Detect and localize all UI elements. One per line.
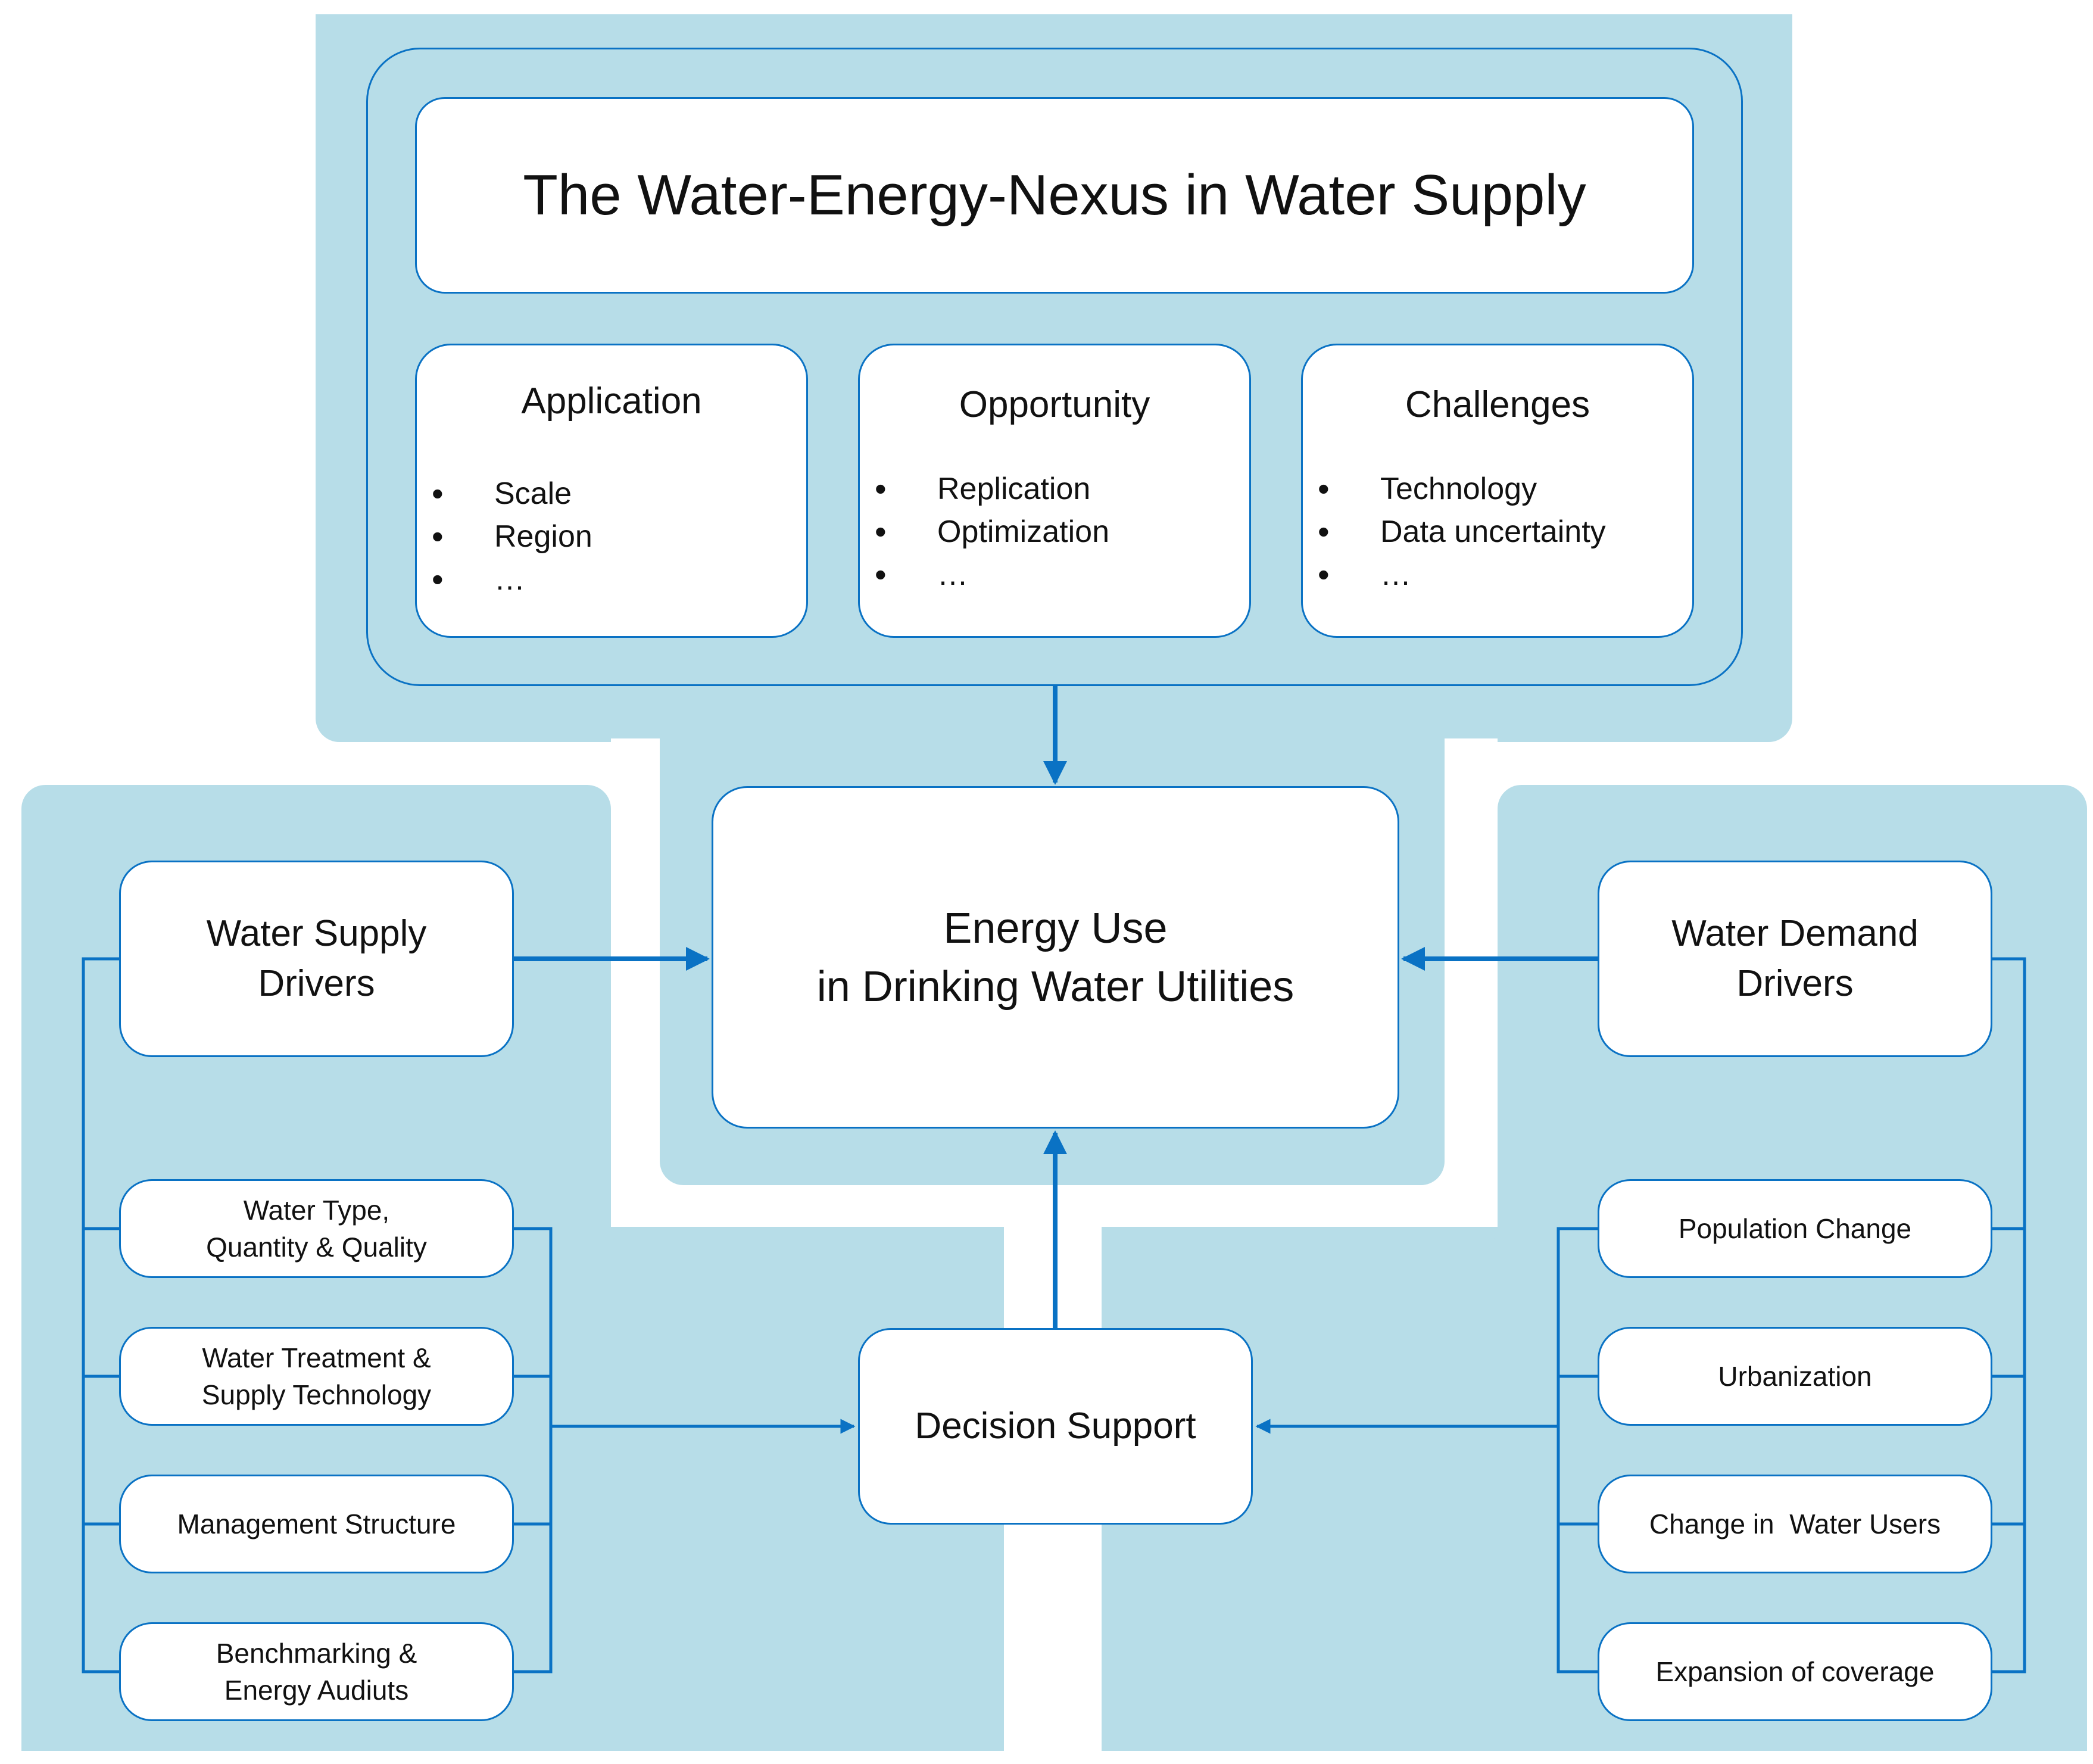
bullet-item: Region <box>432 515 592 558</box>
energy-use-line1: Energy Use <box>943 904 1168 952</box>
item-line1: Management Structure <box>177 1509 456 1539</box>
water-supply-drivers-box: Water Supply Drivers <box>119 861 514 1057</box>
card-bullets: Scale Region … <box>432 472 592 601</box>
item-line1: Change in Water Users <box>1649 1509 1941 1539</box>
energy-use-line2: in Drinking Water Utilities <box>816 962 1295 1011</box>
item-line1: Water Type, <box>243 1195 390 1226</box>
card-opportunity: Opportunity Replication Optimization … <box>858 344 1251 638</box>
nexus-title: The Water-Energy-Nexus in Water Supply <box>523 163 1586 227</box>
demand-item-population: Population Change <box>1598 1179 1992 1278</box>
demand-outer-bracket <box>1992 957 2026 1673</box>
demand-drivers-line1: Water Demand <box>1671 913 1919 954</box>
supply-outer-bracket <box>82 957 119 1673</box>
card-title: Opportunity <box>959 384 1150 425</box>
gutter-right <box>1445 738 1498 1227</box>
item-line1: Urbanization <box>1718 1361 1872 1392</box>
gutter-left-corner <box>611 1185 1004 1227</box>
bullet-item: Optimization <box>875 510 1109 553</box>
demand-item-coverage: Expansion of coverage <box>1598 1622 1992 1721</box>
energy-use-box: Energy Use in Drinking Water Utilities <box>712 786 1399 1129</box>
bullet-item: Replication <box>875 468 1109 510</box>
bullet-item: Technology <box>1318 468 1606 510</box>
supply-item-benchmarking: Benchmarking & Energy Audiuts <box>119 1622 514 1721</box>
supply-item-water-type: Water Type, Quantity & Quality <box>119 1179 514 1278</box>
bullet-item: Data uncertainty <box>1318 510 1606 553</box>
card-title: Challenges <box>1405 384 1590 425</box>
card-application: Application Scale Region … <box>415 344 808 638</box>
gutter-right-corner <box>1102 1185 1498 1227</box>
supply-item-management: Management Structure <box>119 1475 514 1573</box>
item-line1: Benchmarking & <box>216 1638 417 1669</box>
card-bullets: Replication Optimization … <box>875 468 1109 596</box>
right-corner-round <box>1102 1227 1498 1263</box>
nexus-title-box: The Water-Energy-Nexus in Water Supply <box>415 97 1694 294</box>
decision-support-label: Decision Support <box>915 1405 1196 1447</box>
item-line1: Water Treatment & <box>202 1342 431 1373</box>
water-demand-drivers-box: Water Demand Drivers <box>1598 861 1992 1057</box>
item-line2: Energy Audiuts <box>224 1675 409 1706</box>
supply-item-treatment: Water Treatment & Supply Technology <box>119 1327 514 1426</box>
bullet-item: … <box>432 558 592 601</box>
item-line2: Supply Technology <box>201 1379 432 1410</box>
item-line1: Expansion of coverage <box>1655 1656 1935 1687</box>
nexus-frame <box>366 48 1743 686</box>
bullet-item: Scale <box>432 472 592 515</box>
item-line2: Quantity & Quality <box>206 1232 427 1263</box>
bullet-item: … <box>1318 553 1606 596</box>
demand-inner-bracket <box>1557 1227 1598 1673</box>
card-bullets: Technology Data uncertainty … <box>1318 468 1606 596</box>
left-corner-round <box>611 1227 1004 1263</box>
supply-drivers-line1: Water Supply <box>206 913 427 954</box>
supply-drivers-line2: Drivers <box>258 963 375 1004</box>
item-line1: Population Change <box>1678 1213 1912 1244</box>
bullet-item: … <box>875 553 1109 596</box>
demand-item-urbanization: Urbanization <box>1598 1327 1992 1426</box>
demand-item-water-users: Change in Water Users <box>1598 1475 1992 1573</box>
card-title: Application <box>521 381 702 422</box>
card-challenges: Challenges Technology Data uncertainty … <box>1301 344 1694 638</box>
supply-inner-bracket <box>514 1227 553 1673</box>
gutter-left <box>611 738 660 1227</box>
demand-drivers-line2: Drivers <box>1736 963 1854 1004</box>
decision-support-box: Decision Support <box>858 1328 1253 1525</box>
